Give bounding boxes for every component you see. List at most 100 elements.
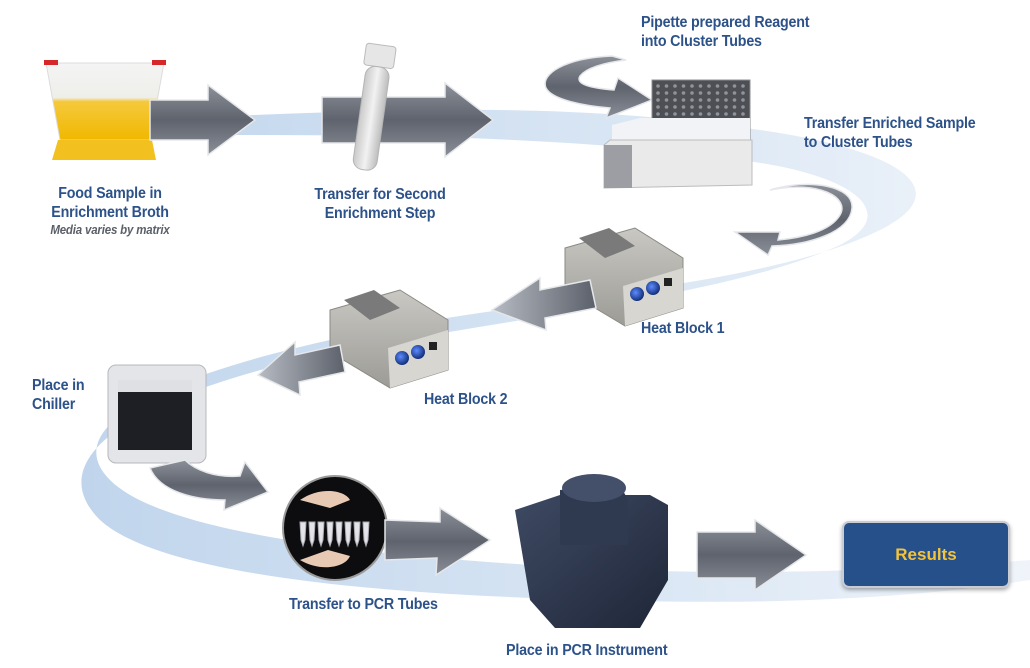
label-line: Enrichment Broth xyxy=(51,204,169,221)
rack-well xyxy=(715,105,720,109)
rack-well xyxy=(656,105,660,109)
step-note: Media varies by matrix xyxy=(50,223,170,237)
rack-well xyxy=(707,105,711,109)
flow-arrow xyxy=(256,340,346,397)
rack-well xyxy=(664,84,669,88)
pcr-tube xyxy=(353,521,361,548)
test-tube-icon xyxy=(352,42,397,171)
rack-well xyxy=(724,112,728,116)
flow-arrow xyxy=(321,81,495,159)
results-label: Results xyxy=(895,544,957,564)
rack-well xyxy=(698,112,703,116)
label-line: Pipette prepared Reagent xyxy=(641,14,810,31)
label-line: Food Sample in xyxy=(58,185,162,202)
cluster-tube-rack-icon xyxy=(603,79,753,189)
rack-well xyxy=(715,84,720,88)
results-button[interactable]: Results xyxy=(842,521,1010,588)
step-label-pipette-reagent: Pipette prepared Reagent into Cluster Tu… xyxy=(641,13,843,51)
heat-block-icon xyxy=(329,289,449,389)
rack-well xyxy=(656,91,660,95)
rack-well xyxy=(707,112,711,116)
step-label-food-sample: Food Sample in Enrichment Broth Media va… xyxy=(27,184,193,239)
flow-arrow xyxy=(384,506,492,577)
step-label-second-enrichment: Transfer for Second Enrichment Step xyxy=(302,185,458,223)
rack-well xyxy=(664,105,669,109)
pcr-tube xyxy=(362,521,370,548)
flow-arrow xyxy=(490,276,597,332)
rack-well xyxy=(673,84,677,88)
step-label-heat-block-2: Heat Block 2 xyxy=(424,390,534,409)
pcr-tube xyxy=(326,521,334,548)
rack-well xyxy=(732,105,737,109)
step-label-heat-block-1: Heat Block 1 xyxy=(641,319,751,338)
rack-well xyxy=(741,84,745,88)
rack-well xyxy=(741,91,745,95)
rack-well xyxy=(664,112,669,116)
rack-well xyxy=(732,84,737,88)
rack-well xyxy=(698,98,703,102)
label-line: Heat Block 2 xyxy=(424,391,508,408)
pcr-tube xyxy=(317,521,325,548)
rack-well xyxy=(681,91,686,95)
rack-well xyxy=(681,112,686,116)
label-line: to Cluster Tubes xyxy=(804,134,913,151)
chiller-icon xyxy=(107,364,207,464)
rack-well xyxy=(681,105,686,109)
rack-well xyxy=(656,84,660,88)
rack-well xyxy=(690,105,694,109)
rack-well xyxy=(698,84,703,88)
rack-well xyxy=(724,84,728,88)
rack-well xyxy=(707,98,711,102)
rack-well xyxy=(673,112,677,116)
flow-arrow xyxy=(696,518,808,592)
step-label-chiller: Place in Chiller xyxy=(32,376,106,414)
rack-well xyxy=(698,105,703,109)
label-line: Place in xyxy=(32,377,85,394)
rack-well xyxy=(741,98,745,102)
rack-well xyxy=(673,98,677,102)
label-line: Transfer to PCR Tubes xyxy=(289,596,438,613)
rack-well xyxy=(707,84,711,88)
rack-well xyxy=(724,91,728,95)
flow-arrow-curved xyxy=(732,183,853,257)
step-label-transfer-enriched: Transfer Enriched Sample to Cluster Tube… xyxy=(804,114,1006,152)
flow-ribbon xyxy=(81,109,1030,602)
rack-well xyxy=(673,91,677,95)
label-line: Heat Block 1 xyxy=(641,320,725,337)
step-label-pcr-tubes: Transfer to PCR Tubes xyxy=(289,595,473,614)
step-label-pcr-instrument: Place in PCR Instrument xyxy=(506,641,708,660)
rack-well xyxy=(724,98,728,102)
rack-well xyxy=(656,112,660,116)
label-line: Chiller xyxy=(32,396,76,413)
pcr-tube xyxy=(335,521,343,548)
rack-well xyxy=(673,105,677,109)
sample-bag-icon xyxy=(44,60,166,160)
label-line: Transfer for Second xyxy=(314,186,446,203)
rack-well xyxy=(715,91,720,95)
rack-well xyxy=(698,91,703,95)
rack-well xyxy=(690,112,694,116)
rack-well xyxy=(690,98,694,102)
rack-well xyxy=(715,112,720,116)
rack-well xyxy=(690,91,694,95)
rack-well xyxy=(741,112,745,116)
rack-well xyxy=(715,98,720,102)
rack-well xyxy=(690,84,694,88)
pcr-tube xyxy=(299,521,307,548)
label-line: Place in PCR Instrument xyxy=(506,642,668,659)
rack-well xyxy=(707,91,711,95)
label-line: into Cluster Tubes xyxy=(641,33,762,50)
rack-well xyxy=(681,84,686,88)
pcr-instrument-icon xyxy=(515,474,668,628)
rack-well xyxy=(741,105,745,109)
flow-arrow xyxy=(149,83,257,157)
rack-well xyxy=(681,98,686,102)
label-line: Transfer Enriched Sample xyxy=(804,115,976,132)
pcr-tube-strip-icon xyxy=(282,475,388,581)
rack-well xyxy=(732,112,737,116)
label-line: Enrichment Step xyxy=(324,205,436,222)
pcr-tube xyxy=(344,521,352,548)
rack-well xyxy=(724,105,728,109)
rack-well xyxy=(656,98,660,102)
